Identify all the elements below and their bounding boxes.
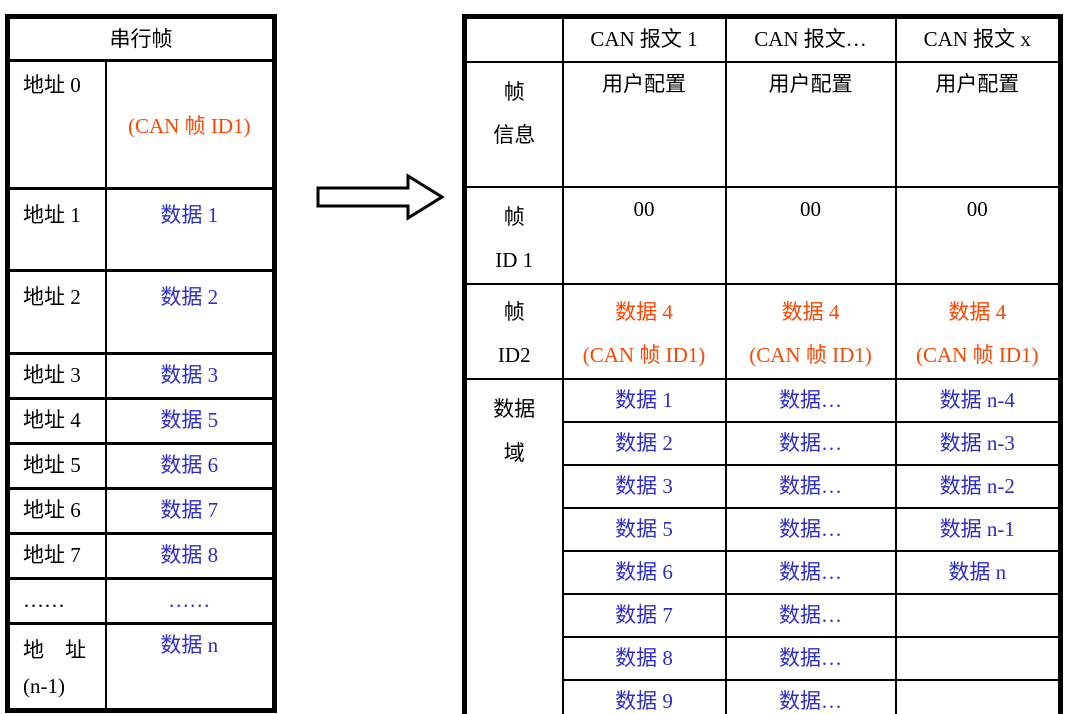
value-cell: (CAN 帧 ID1) — [104, 59, 276, 190]
address-cell: 地 址 (n-1) — [6, 622, 107, 712]
value-cell: 00 — [894, 185, 1062, 285]
address-cell: …… — [6, 577, 107, 625]
value-cell: 数据 n-1 — [894, 506, 1062, 552]
serial-frame-table: 串行帧 地址 0 (CAN 帧 ID1) 地址 1 数据 1 地址 2 数据 2… — [5, 14, 277, 713]
value-cell: 数据 5 — [104, 397, 276, 445]
table-header-row: CAN 报文 1 CAN 报文… CAN 报文 x — [463, 15, 1062, 63]
row-label: 数据 域 — [463, 377, 564, 714]
value-cell: 数据 8 — [561, 635, 727, 681]
value-cell — [894, 635, 1062, 681]
column-header: CAN 报文 x — [894, 15, 1062, 63]
value-cell: 数据… — [724, 463, 897, 509]
value-cell: 数据… — [724, 678, 897, 714]
value-cell: 数据 n-3 — [894, 420, 1062, 466]
value-cell: 数据 4 (CAN 帧 ID1) — [724, 282, 897, 380]
address-cell: 地址 6 — [6, 487, 107, 535]
data-field-row: 数据 7 数据… — [465, 592, 1062, 638]
value-cell — [894, 592, 1062, 638]
table-row-ellipsis: …… …… — [6, 577, 276, 625]
column-header: CAN 报文… — [724, 15, 897, 63]
address-cell: 地址 3 — [6, 352, 107, 400]
value-cell: 数据… — [724, 377, 897, 423]
address-cell: 地址 7 — [6, 532, 107, 580]
value-cell: 数据 2 — [104, 269, 276, 355]
address-cell: 地址 2 — [6, 269, 107, 355]
value-cell: 数据 n — [894, 549, 1062, 595]
value-cell: 数据 1 — [561, 377, 727, 423]
row-label: 帧 信息 — [463, 60, 564, 188]
data-field-row: 数据 5 数据… 数据 n-1 — [465, 506, 1062, 552]
row-label: 帧 ID 1 — [463, 185, 564, 285]
table-row: 地址 4 数据 5 — [6, 397, 276, 445]
data-field-row: 数据 8 数据… — [465, 635, 1062, 681]
value-cell: 数据 4 (CAN 帧 ID1) — [894, 282, 1062, 380]
value-cell: 数据 7 — [104, 487, 276, 535]
value-cell: 数据 7 — [561, 592, 727, 638]
corner-cell — [463, 15, 564, 63]
value-cell: 数据 6 — [561, 549, 727, 595]
can-message-table: CAN 报文 1 CAN 报文… CAN 报文 x 帧 信息 用户配置 用户配置… — [462, 14, 1063, 714]
value-cell: 数据… — [724, 592, 897, 638]
table-row: 地 址 (n-1) 数据 n — [6, 622, 276, 712]
right-arrow-icon — [300, 165, 460, 235]
address-cell: 地址 1 — [6, 187, 107, 272]
value-cell: 数据 n — [104, 622, 276, 712]
value-cell: 数据 3 — [561, 463, 727, 509]
address-cell: 地址 0 — [6, 59, 107, 190]
value-cell: 数据 6 — [104, 442, 276, 490]
column-header: CAN 报文 1 — [561, 15, 727, 63]
value-cell: 数据 n-2 — [894, 463, 1062, 509]
table-row: 地址 7 数据 8 — [6, 532, 276, 580]
frame-id2-row: 帧 ID2 数据 4 (CAN 帧 ID1) 数据 4 (CAN 帧 ID1) … — [463, 282, 1062, 380]
value-cell: 数据 4 (CAN 帧 ID1) — [561, 282, 727, 380]
value-cell — [894, 678, 1062, 714]
table-row: 地址 6 数据 7 — [6, 487, 276, 535]
value-cell: 00 — [724, 185, 897, 285]
table-row: 地址 2 数据 2 — [6, 269, 276, 355]
row-label: 帧 ID2 — [463, 282, 564, 380]
table-header-row: 串行帧 — [6, 15, 276, 62]
value-cell: 数据… — [724, 506, 897, 552]
value-cell: 用户配置 — [724, 60, 897, 188]
frame-info-row: 帧 信息 用户配置 用户配置 用户配置 — [463, 60, 1062, 188]
value-cell: 数据… — [724, 549, 897, 595]
table-row: 地址 5 数据 6 — [6, 442, 276, 490]
data-field-row: 数据 3 数据… 数据 n-2 — [465, 463, 1062, 509]
data-field-row: 数据 9 数据… — [465, 678, 1062, 714]
value-cell: 数据 1 — [104, 187, 276, 272]
frame-id1-row: 帧 ID 1 00 00 00 — [463, 185, 1062, 285]
data-field-row: 数据 2 数据… 数据 n-3 — [465, 420, 1062, 466]
table-row: 地址 1 数据 1 — [6, 187, 276, 272]
table-row: 地址 3 数据 3 — [6, 352, 276, 400]
value-cell: …… — [104, 577, 276, 625]
serial-frame-title: 串行帧 — [6, 15, 276, 62]
value-cell: 数据 9 — [561, 678, 727, 714]
data-field-row: 数据 6 数据… 数据 n — [465, 549, 1062, 595]
value-cell: 数据 3 — [104, 352, 276, 400]
value-cell: 数据 8 — [104, 532, 276, 580]
data-field-row: 数据 域 数据 1 数据… 数据 n-4 — [463, 377, 1062, 714]
value-cell: 00 — [561, 185, 727, 285]
value-cell: 数据… — [724, 635, 897, 681]
value-cell: 数据 n-4 — [894, 377, 1062, 423]
address-cell: 地址 4 — [6, 397, 107, 445]
table-row: 地址 0 (CAN 帧 ID1) — [6, 59, 276, 190]
value-cell: 用户配置 — [894, 60, 1062, 188]
value-cell: 数据… — [724, 420, 897, 466]
address-cell: 地址 5 — [6, 442, 107, 490]
value-cell: 用户配置 — [561, 60, 727, 188]
value-cell: 数据 2 — [561, 420, 727, 466]
value-cell: 数据 5 — [561, 506, 727, 552]
